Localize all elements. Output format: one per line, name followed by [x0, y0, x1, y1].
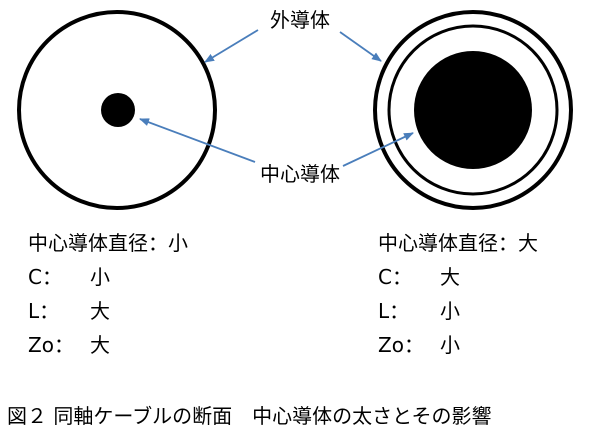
left-c-value: 小: [90, 265, 110, 289]
right-c-value: 大: [440, 265, 460, 289]
center-conductor-label: 中心導体: [260, 162, 340, 186]
right-heading-text: 中心導体直径：大: [378, 231, 538, 255]
right-l-value: 小: [440, 299, 460, 323]
arrow-outer-right: [339, 31, 382, 62]
left-row-c: C： 小: [28, 260, 188, 294]
left-heading: 中心導体直径：小: [28, 226, 188, 260]
right-row-zo: Zo： 小: [378, 328, 538, 362]
right-zo-key: Zo：: [378, 333, 424, 357]
left-row-l: L： 大: [28, 294, 188, 328]
right-cable-properties: 中心導体直径：大 C： 大 L： 小 Zo： 小: [378, 226, 538, 362]
right-l-key: L：: [378, 299, 410, 323]
figure-caption: 図２ 同軸ケーブルの断面 中心導体の太さとその影響: [7, 404, 492, 428]
coax-cross-section-diagram: 外導体 中心導体: [17, 8, 573, 210]
right-heading: 中心導体直径：大: [378, 226, 538, 260]
left-l-value: 大: [90, 299, 110, 323]
left-zo-key: Zo：: [28, 333, 74, 357]
left-row-zo: Zo： 大: [28, 328, 188, 362]
left-center-conductor: [101, 93, 135, 127]
left-l-key: L：: [28, 299, 60, 323]
arrow-center-right: [342, 132, 414, 167]
left-cable-properties: 中心導体直径：小 C： 小 L： 大 Zo： 大: [28, 226, 188, 362]
right-row-l: L： 小: [378, 294, 538, 328]
arrow-center-left: [139, 118, 256, 163]
right-cable-cross-section: [373, 10, 573, 210]
right-zo-value: 小: [440, 333, 460, 357]
right-row-c: C： 大: [378, 260, 538, 294]
left-zo-value: 大: [90, 333, 110, 357]
left-c-key: C：: [28, 265, 62, 289]
right-inner-ring: [387, 24, 559, 196]
outer-conductor-label: 外導体: [270, 8, 330, 32]
right-c-key: C：: [378, 265, 412, 289]
right-center-conductor: [414, 51, 532, 169]
arrow-outer-left: [204, 29, 259, 63]
left-cable-cross-section: [17, 10, 217, 210]
left-heading-text: 中心導体直径：小: [28, 231, 188, 255]
